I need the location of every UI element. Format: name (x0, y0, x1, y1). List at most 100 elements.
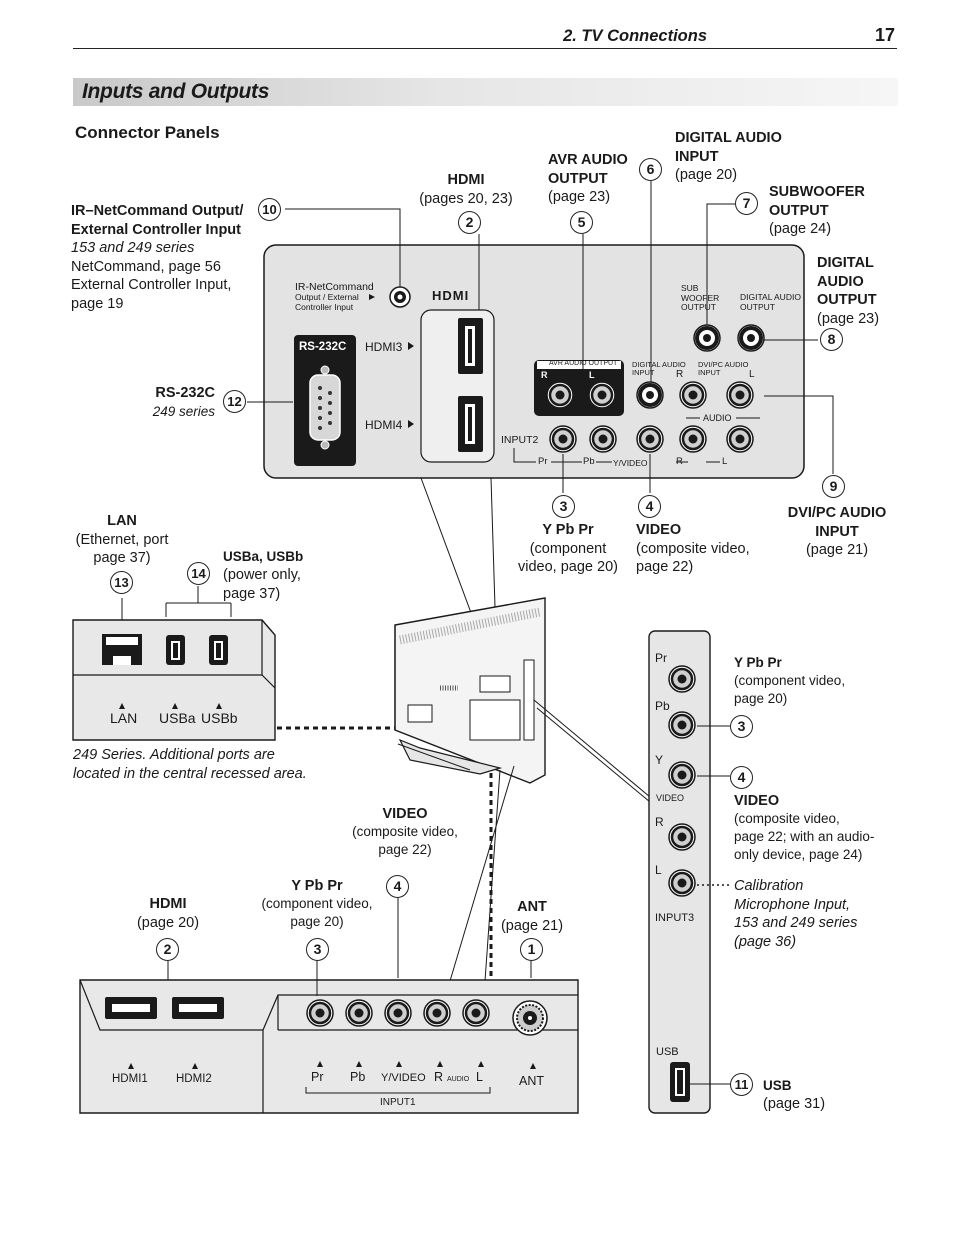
side-pb-jack[interactable] (667, 710, 697, 740)
usb-title: USB (763, 1078, 792, 1093)
callout-number-11: 11 (730, 1073, 753, 1096)
side-r-label: R (655, 815, 664, 829)
panel-input2-pb: Pb (583, 456, 595, 467)
bottom-video-line2: page 22) (378, 842, 432, 857)
side-video-label: VIDEO (656, 793, 685, 803)
side-input3-label: INPUT3 (655, 912, 695, 924)
callout-bottom-video: VIDEO (composite video, page 22) (340, 805, 470, 859)
panel-input2-label: INPUT2 (501, 434, 539, 446)
hdmi3-port[interactable] (458, 318, 483, 374)
callout-number-1: 1 (520, 938, 543, 961)
panel-hdmi4-label: HDMI4 (365, 418, 403, 432)
callout-bottom-ypbpr: Y Pb Pr (component video, page 20) (252, 877, 382, 931)
hdmi1-port[interactable] (105, 997, 157, 1019)
subwoofer-output-jack[interactable] (692, 323, 722, 353)
avr-title1: AVR AUDIO (548, 152, 628, 168)
ir-line1: NetCommand, page 56 (71, 258, 221, 275)
side-video-title: VIDEO (734, 793, 780, 809)
callout-ant: ANT (page 21) (492, 898, 572, 935)
dvi-pc-audio-l-jack[interactable] (725, 380, 755, 410)
input1-y-video-jack[interactable] (383, 998, 413, 1028)
input2-pb-jack[interactable] (588, 424, 618, 454)
usbab-line2: page 37) (223, 585, 281, 602)
ant-title: ANT (517, 899, 547, 915)
hdmi-logo: HDMI (432, 288, 470, 303)
callout-number-4-side: 4 (730, 766, 753, 789)
callout-number-3-side: 3 (730, 715, 753, 738)
avr-audio-r-jack[interactable] (545, 380, 575, 410)
panel-usbb-label: USBb (201, 710, 238, 726)
panel-digital-audio-output-label: DIGITAL AUDIO OUTPUT (740, 292, 801, 312)
panel-rs232c-label: RS-232C (299, 341, 347, 353)
side-audio-l-jack[interactable] (667, 868, 697, 898)
callout-side-video: VIDEO (composite video, page 22; with an… (734, 792, 894, 864)
side-audio-r-jack[interactable] (667, 822, 697, 852)
bottom-input1-label: INPUT1 (380, 1097, 416, 1108)
input2-y-video-jack[interactable] (635, 424, 665, 454)
ir-netcommand-jack[interactable] (389, 286, 411, 308)
calibration-line4: (page 36) (734, 933, 797, 950)
panel-usba-label: USBa (159, 710, 196, 726)
panel-digital-audio: DIGITAL AUDIO (740, 292, 801, 302)
panel-lan-label: LAN (110, 710, 138, 726)
callout-number-12: 12 (223, 390, 246, 413)
input1-audio-l-jack[interactable] (461, 998, 491, 1028)
callout-number-10: 10 (258, 198, 281, 221)
input2-pr-jack[interactable] (548, 424, 578, 454)
side-ypbpr-title: Y Pb Pr (734, 655, 782, 670)
dao-page: (page 23) (817, 310, 880, 327)
callout-number-14: 14 (187, 562, 210, 585)
dao-title3: OUTPUT (817, 292, 877, 308)
rs232c-port[interactable] (309, 365, 341, 450)
panel-dvi-text: DVI/PC AUDIO (698, 360, 749, 369)
input1-pr-jack[interactable] (305, 998, 335, 1028)
hdmi4-port[interactable] (458, 396, 483, 452)
calibration-line2: Microphone Input, (734, 896, 851, 913)
dvi-pc-audio-r-jack[interactable] (678, 380, 708, 410)
callout-number-4: 4 (638, 495, 661, 518)
panel-input2-y-video: Y/VIDEO (613, 458, 648, 468)
input2-audio-l-jack[interactable] (725, 424, 755, 454)
hdmi-top-title: HDMI (447, 172, 485, 188)
dai-page: (page 20) (675, 167, 738, 183)
panel-dvi-l: L (749, 369, 755, 380)
hdmi2-port[interactable] (172, 997, 224, 1019)
callout-number-9: 9 (822, 475, 845, 498)
subsection-title: Connector Panels (75, 123, 220, 142)
ant-jack[interactable] (512, 1000, 548, 1036)
bottom-hdmi-title: HDMI (149, 896, 187, 912)
usba-port[interactable] (166, 635, 185, 665)
side-usb-port[interactable] (670, 1062, 690, 1102)
callout-lan: LAN (Ethernet, port page 37) (63, 512, 181, 568)
side-y-label: Y (655, 753, 664, 767)
callout-bottom-hdmi: HDMI (page 20) (123, 895, 213, 932)
dao-title2: AUDIO (817, 273, 864, 290)
sub-page: (page 24) (769, 221, 832, 237)
panel-ir-label: IR-NetCommand Output / External Controll… (295, 282, 374, 312)
avr-audio-l-jack[interactable] (587, 380, 617, 410)
sub-title2: OUTPUT (769, 202, 829, 219)
lan-title: LAN (107, 513, 137, 529)
lan-port[interactable] (102, 634, 142, 665)
usbab-title: USBa, USBb (223, 549, 304, 564)
side-pr-jack[interactable] (667, 664, 697, 694)
usbb-port[interactable] (209, 635, 228, 665)
input1-audio-r-jack[interactable] (422, 998, 452, 1028)
bottom-yvideo-label: Y/VIDEO (381, 1072, 426, 1084)
side-usb-label: USB (656, 1046, 679, 1058)
panel-dvi-input: INPUT (698, 368, 721, 377)
digital-audio-output-jack[interactable] (736, 323, 766, 353)
callout-hdmi-top: HDMI (pages 20, 23) (410, 171, 522, 208)
bottom-r-label: R (434, 1070, 444, 1084)
dai-title2: INPUT (675, 148, 719, 165)
digital-audio-input-jack[interactable] (635, 380, 665, 410)
callout-number-8: 8 (820, 328, 843, 351)
input2-audio-r-jack[interactable] (678, 424, 708, 454)
callout-number-2: 2 (458, 211, 481, 234)
panel-controller-input: Controller Input (295, 302, 354, 312)
side-y-video-jack[interactable] (667, 760, 697, 790)
input1-pb-jack[interactable] (344, 998, 374, 1028)
callout-number-3: 3 (552, 495, 575, 518)
panel-subwoofer-label: SUB WOOFER OUTPUT (681, 283, 719, 313)
callout-number-2-bottom: 2 (156, 938, 179, 961)
